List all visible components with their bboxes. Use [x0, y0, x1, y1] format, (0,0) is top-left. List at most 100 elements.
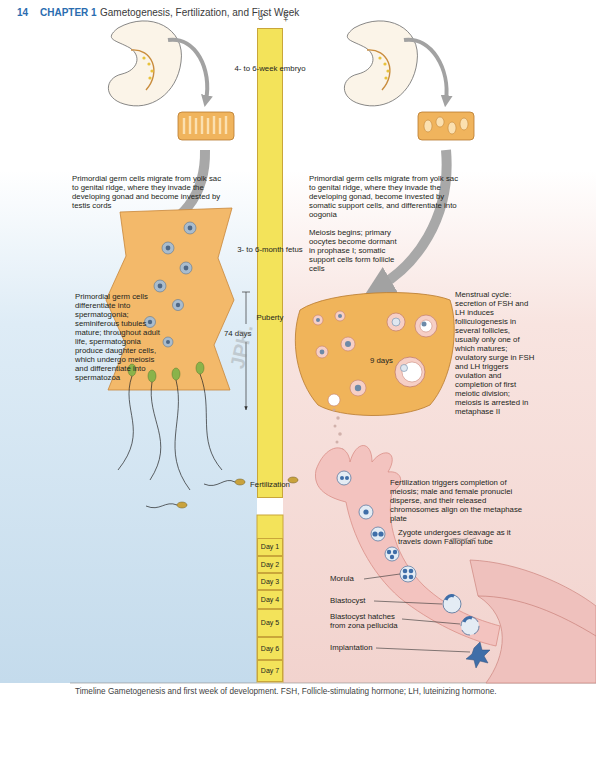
growing-follicle — [350, 380, 366, 396]
pronucleus — [345, 476, 349, 480]
morula — [400, 566, 416, 582]
timeline-label: 3- to 6-month fetus — [237, 246, 302, 255]
cell-nucleus — [184, 266, 189, 271]
ovary-gonad — [418, 112, 474, 140]
stage-label: Blastocyst — [330, 596, 366, 605]
timeline-label: Fertilization — [250, 481, 290, 490]
spermatozoon — [235, 479, 245, 485]
germ-cell — [384, 76, 387, 79]
sperm-tail — [118, 374, 222, 490]
blastomere — [393, 550, 397, 554]
blastomere — [387, 550, 391, 554]
sperm-tail — [204, 480, 235, 485]
oogonia — [436, 117, 444, 127]
blastocyst — [443, 595, 461, 613]
ovary — [295, 293, 454, 416]
day-label: Day 1 — [261, 543, 279, 551]
male-background — [0, 170, 257, 683]
spermatid — [163, 337, 173, 347]
timeline-bar: 4- to 6-week embryo3- to 6-month fetusPu… — [257, 28, 283, 498]
spermatid — [173, 300, 184, 311]
embryo-outline — [344, 21, 417, 106]
description-text: Primordial germ cells migrate from yolk … — [309, 174, 461, 219]
day-label: Day 2 — [261, 561, 279, 569]
description-text: Fertilization triggers completion of mei… — [390, 478, 526, 523]
cell-nucleus — [188, 226, 193, 231]
spermatocyte — [180, 262, 192, 274]
blastomere — [403, 575, 408, 580]
day-cell: Day 6 — [257, 637, 283, 660]
germ-cell — [142, 56, 145, 59]
spermatocyte — [162, 242, 174, 254]
duration-line — [246, 292, 247, 324]
fertilized-oocyte — [337, 471, 351, 485]
germ-cell — [147, 62, 150, 65]
description-text: Zygote undergoes cleavage as it travels … — [398, 528, 520, 546]
trail-dot — [336, 441, 339, 444]
sperm-head — [148, 370, 156, 382]
pronucleus — [340, 476, 344, 480]
oocyte — [345, 341, 351, 347]
page-number: 14 — [17, 7, 28, 19]
germ-cell — [150, 69, 153, 72]
day-cell: Day 7 — [257, 660, 283, 682]
day-band — [257, 515, 283, 682]
flow-arrow — [404, 40, 447, 100]
oocyte — [338, 314, 342, 318]
stage-label: Blastocyst hatches from zona pellucida — [330, 612, 404, 630]
growing-follicle — [387, 313, 405, 331]
day-label: Day 6 — [261, 645, 279, 653]
cell-nucleus — [176, 303, 180, 307]
oogonia — [448, 122, 456, 134]
description-text: Primordial germ cells differentiate into… — [75, 292, 161, 382]
trail-dot — [338, 432, 342, 436]
germ-cell — [386, 69, 389, 72]
description-text: Primordial germ cells migrate from yolk … — [72, 174, 222, 210]
genital-ridge — [131, 50, 154, 90]
zygote — [359, 505, 373, 519]
hatching-blastocyst — [461, 617, 479, 635]
embryo-sketch — [108, 21, 181, 106]
day-cell: Day 1 — [257, 538, 283, 556]
four-cell-stage — [385, 547, 399, 561]
day-label: Day 7 — [261, 667, 279, 675]
sperm-tail — [146, 504, 177, 508]
blastomere — [409, 569, 414, 574]
description-text: Menstrual cycle: secretion of FSH and LH… — [455, 290, 535, 416]
blastomere — [403, 569, 408, 574]
primordial-follicle — [335, 311, 345, 321]
inner-cell-mass — [464, 618, 472, 622]
blastomere — [372, 531, 377, 536]
cell-nucleus — [166, 246, 171, 251]
embryo-sketch — [344, 21, 417, 106]
male-symbol: ♂ — [256, 8, 267, 25]
genital-ridge — [367, 50, 390, 90]
day-cell: Day 4 — [257, 590, 283, 609]
oocyte — [355, 385, 361, 391]
day-cell: Day 3 — [257, 573, 283, 590]
flow-arrow — [168, 40, 207, 100]
trail-dot — [333, 409, 336, 412]
sperm-head — [172, 368, 180, 380]
female-background — [283, 170, 596, 683]
day-label: Day 5 — [261, 619, 279, 627]
day-cell: Day 5 — [257, 609, 283, 637]
oogonia — [460, 118, 468, 130]
germ-cell — [378, 56, 381, 59]
spermatogonium — [184, 222, 196, 234]
oocyte — [401, 365, 408, 372]
primordial-follicle — [313, 315, 323, 325]
timeline-label: 4- to 6-week embryo — [234, 65, 305, 74]
blastomere — [378, 531, 383, 536]
chapter-title: Gametogenesis, Fertilization, and First … — [100, 7, 299, 19]
two-cell-stage — [371, 527, 385, 541]
figure-caption: Timeline Gametogenesis and first week of… — [75, 687, 537, 697]
primary-follicle — [341, 337, 355, 351]
germ-cell — [383, 62, 386, 65]
description-text: Meiosis begins; primary oocytes become d… — [309, 228, 401, 273]
germ-cell — [148, 76, 151, 79]
cell-nucleus — [158, 284, 163, 289]
cell-nucleus — [148, 320, 152, 324]
blastomere — [409, 575, 414, 580]
female-symbol: ♀ — [280, 8, 291, 25]
